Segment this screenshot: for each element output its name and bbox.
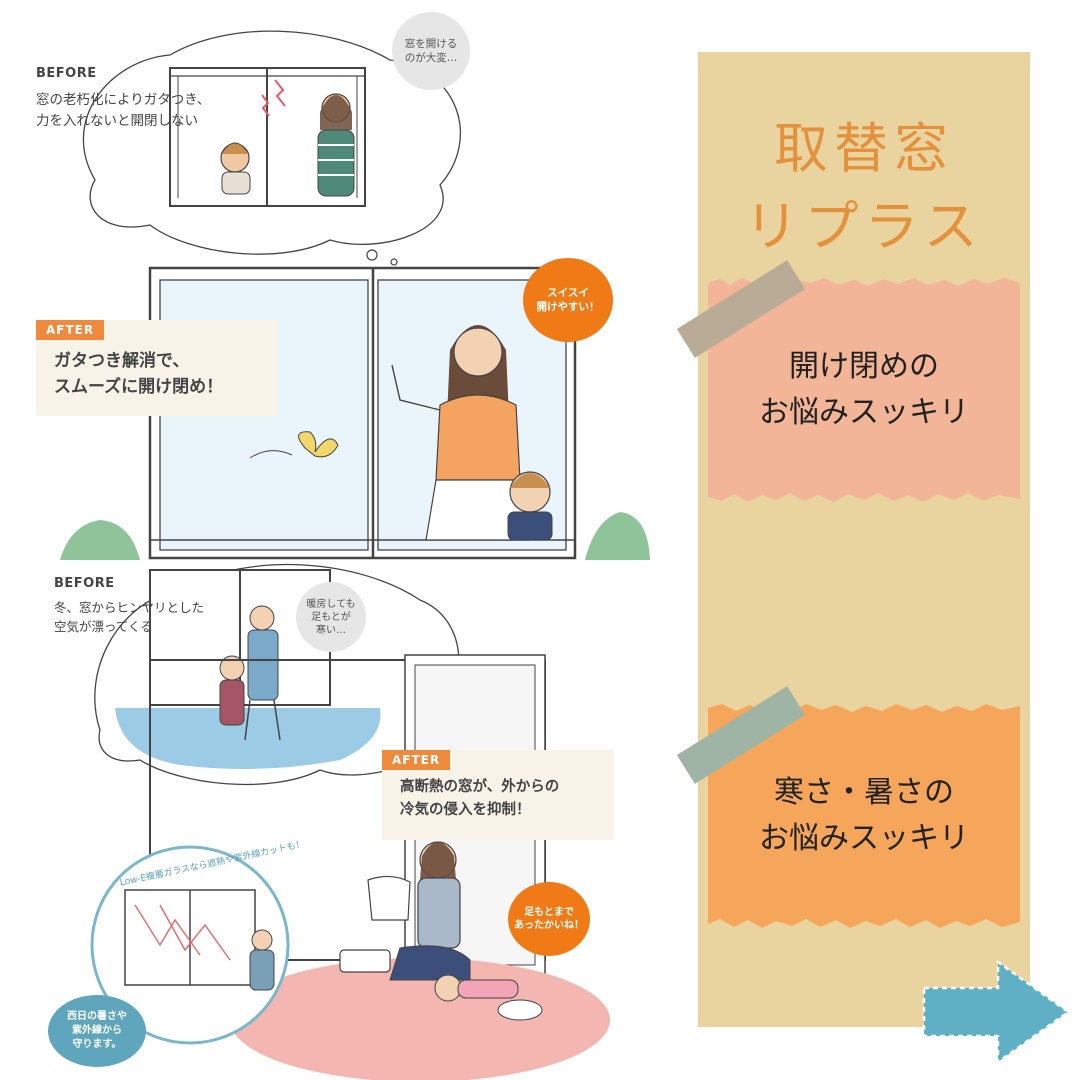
after-callout-bottom: AFTER 高断熱の窓が、外からの 冷気の侵入を抑制！ xyxy=(382,750,614,840)
thought-bubble: 窓を開ける のが大変… xyxy=(392,12,470,90)
speech-bubble-bottom: 足もとまで あったかいね！ xyxy=(508,882,590,956)
brand-title-line2: リプラス xyxy=(744,195,984,258)
before-label: BEFORE xyxy=(36,66,97,81)
feature-note-text: 開け閉めの お悩みスッキリ xyxy=(759,349,969,430)
feature-note-text: 寒さ・暑さの お悩みスッキリ xyxy=(759,775,969,856)
before-description: 窓の老朽化によりガタつき、 力を入れないと開閉しない xyxy=(36,92,211,129)
after-description: ガタつき解消で、 スムーズに開け閉め！ xyxy=(54,351,224,397)
illustration-top: BEFORE 窓の老朽化によりガタつき、 力を入れないと開閉しない 窓を開ける … xyxy=(0,0,650,560)
after-tag: AFTER xyxy=(36,320,105,340)
before-description-bottom: 冬、窓からヒンヤリとした 空気が漂ってくる xyxy=(54,600,205,634)
illustration-bottom: BEFORE 冬、窓からヒンヤリとした 空気が漂ってくる 暖房しても 足もとが … xyxy=(0,560,650,1080)
torn-edge-bottom xyxy=(708,489,1020,502)
feature-note-open-close: 開け閉めの お悩みスッキリ xyxy=(708,278,1020,502)
thought-bubble-bottom: 暖房しても 足もとが 寒い… xyxy=(296,582,366,652)
after-tag-bottom: AFTER xyxy=(382,750,451,770)
brand-title-line1: 取替窓 xyxy=(774,117,954,180)
before-label-bottom: BEFORE xyxy=(54,576,115,591)
low-e-caption: 西日の暑さや 紫外線から 守ります。 xyxy=(48,995,146,1067)
after-description-bottom: 高断熱の窓が、外からの 冷気の侵入を抑制！ xyxy=(400,779,560,818)
sidebar: 取替窓 リプラス 開け閉めの お悩みスッキリ 寒さ・暑さの お悩みスッキリ xyxy=(698,52,1030,1027)
torn-edge-bottom xyxy=(708,915,1020,928)
after-callout: AFTER ガタつき解消で、 スムーズに開け閉め！ xyxy=(36,320,278,416)
feature-note-insulation: 寒さ・暑さの お悩みスッキリ xyxy=(708,704,1020,928)
arrow-right-icon[interactable] xyxy=(920,958,1072,1066)
speech-bubble: スイスイ 開けやすい！ xyxy=(523,258,613,342)
